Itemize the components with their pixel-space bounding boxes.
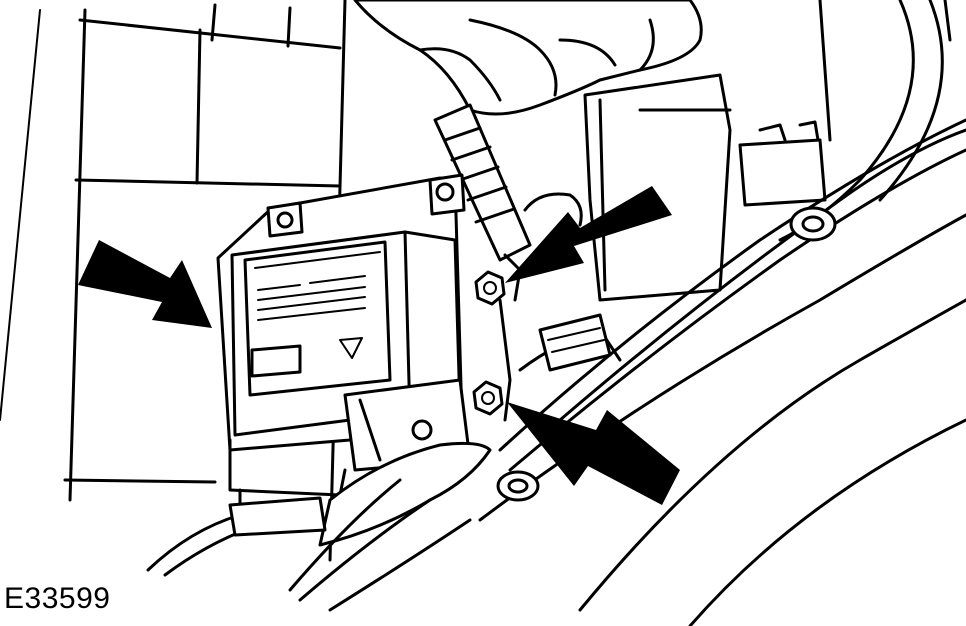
harness-connector [523, 192, 612, 372]
figure-id-label: E33599 [4, 582, 111, 615]
upper-wiring-harness [353, 0, 703, 262]
arrow-lower-bolt [507, 402, 680, 505]
lower-wiring-harness [146, 441, 492, 612]
arrow-left-module [78, 240, 212, 328]
upper-right-housing [583, 0, 952, 302]
mounting-bolts [472, 253, 522, 422]
callout-arrows [78, 186, 680, 505]
arrow-upper-bolt [505, 186, 672, 283]
control-module [216, 173, 472, 532]
